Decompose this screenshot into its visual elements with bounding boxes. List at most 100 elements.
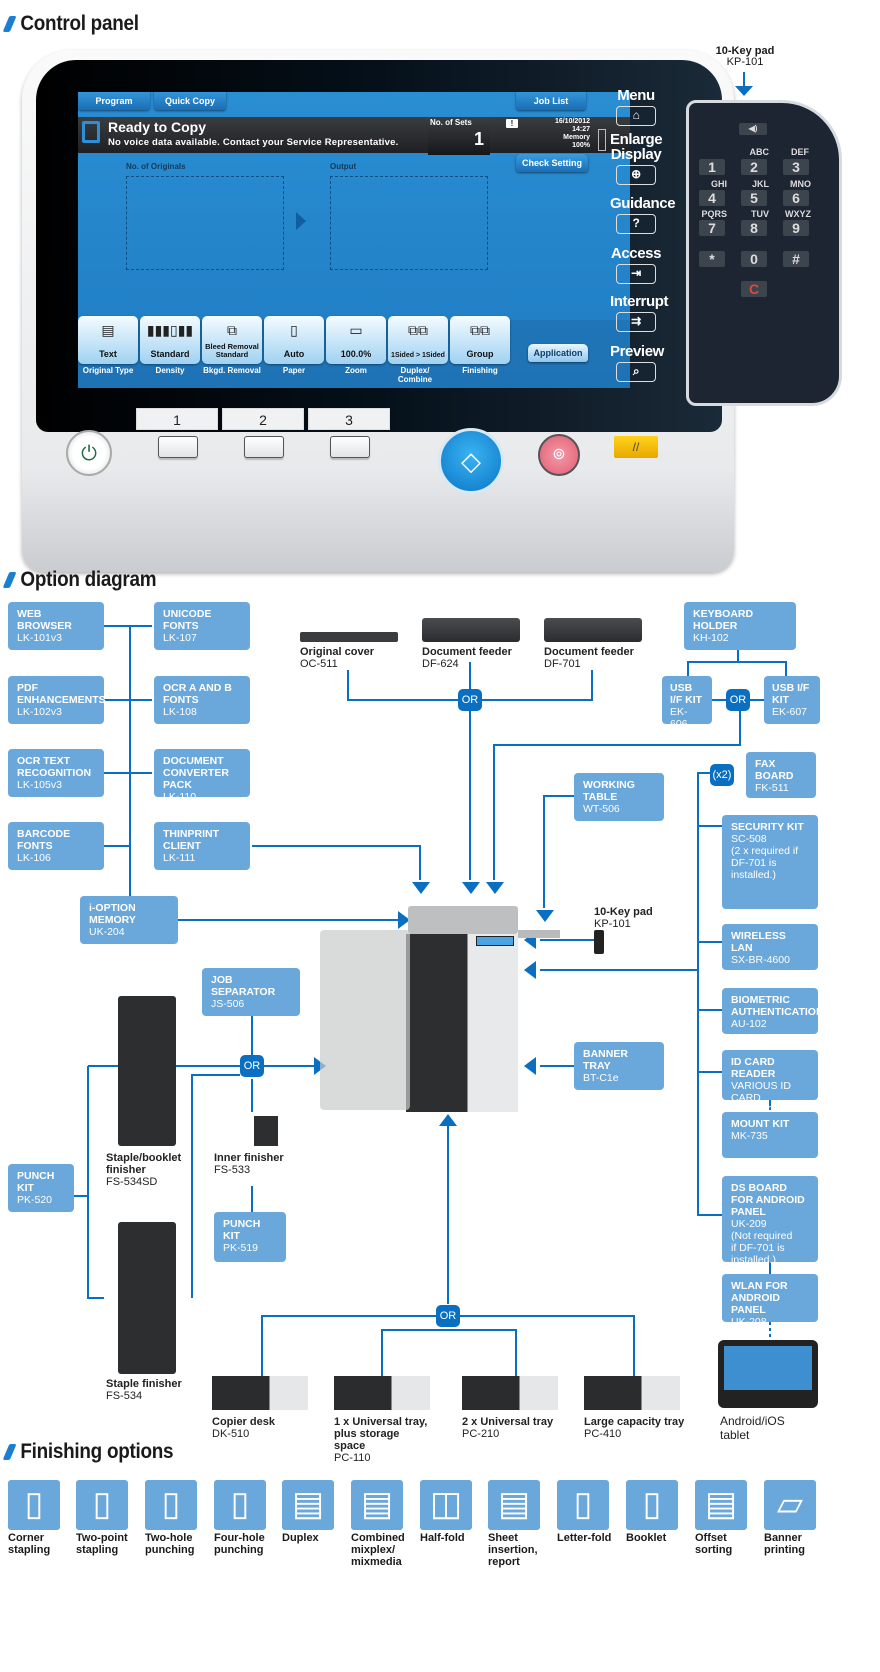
access-icon: ⇥ bbox=[616, 264, 656, 284]
original-cover-image bbox=[300, 632, 398, 642]
booklet-icon: ▯ bbox=[626, 1480, 678, 1530]
key-hash[interactable]: # bbox=[783, 251, 809, 267]
key-1[interactable]: 1 bbox=[699, 159, 725, 175]
two-point-stapling-icon: ▯ bbox=[76, 1480, 128, 1530]
register-key-1[interactable] bbox=[158, 436, 198, 458]
preview-key[interactable]: Preview⌕ bbox=[610, 344, 664, 382]
finishing-option-label: Combined mixplex/ mixmedia bbox=[351, 1532, 405, 1568]
arrow-up-icon bbox=[439, 1114, 457, 1126]
four-hole-punching-icon: ▯ bbox=[214, 1480, 266, 1530]
key-0[interactable]: 0 bbox=[741, 251, 767, 267]
key-3[interactable]: 3 bbox=[783, 159, 809, 175]
density-button[interactable]: ▮▮▮▯▮▮Standard bbox=[140, 316, 200, 364]
duplex-button[interactable]: ⧉⧉1Sided > 1Sided bbox=[388, 316, 448, 364]
register-key-3[interactable] bbox=[330, 436, 370, 458]
letter-fold-icon: ▯ bbox=[557, 1480, 609, 1530]
duplex-icon: ⧉⧉ bbox=[408, 322, 428, 338]
key-clear[interactable]: C bbox=[741, 281, 767, 297]
finishing-option-label: Two-point stapling bbox=[76, 1532, 128, 1556]
banner-printing-icon: ▱ bbox=[764, 1480, 816, 1530]
job-list-button[interactable]: Job List bbox=[516, 92, 586, 110]
reset-button[interactable]: // bbox=[614, 436, 658, 458]
original-type-button[interactable]: ▤Text bbox=[78, 316, 138, 364]
ten-key-pad: ◀) ABC DEF 1 2 3 GHI JKL MNO 4 5 6 PQRS … bbox=[686, 100, 842, 406]
menu-key[interactable]: Menu⌂ bbox=[610, 88, 662, 126]
mfp-finisher-ghost bbox=[320, 930, 410, 1110]
mfp-working-table bbox=[518, 930, 560, 938]
interrupt-key[interactable]: Interrupt⇉ bbox=[610, 294, 668, 332]
originals-area bbox=[126, 176, 284, 270]
register-key-2[interactable] bbox=[244, 436, 284, 458]
duplex-icon: ▤ bbox=[282, 1480, 334, 1530]
alert-icon[interactable]: ! bbox=[506, 119, 518, 128]
key-5[interactable]: 5 bbox=[741, 190, 767, 206]
key-4[interactable]: 4 bbox=[699, 190, 725, 206]
sound-icon[interactable]: ◀) bbox=[739, 123, 767, 135]
copy-icon bbox=[82, 121, 100, 143]
section-title-finishing-options: Finishing options bbox=[2, 1440, 174, 1464]
stop-button[interactable]: ⊚ bbox=[538, 434, 580, 476]
enlarge-display-key[interactable]: Enlarge Display⊕ bbox=[610, 132, 663, 185]
home-icon: ⌂ bbox=[616, 106, 656, 126]
arrow-left-icon bbox=[524, 1057, 536, 1075]
number-of-sets[interactable]: No. of Sets 1 bbox=[428, 117, 490, 155]
tab-program[interactable]: Program bbox=[78, 92, 150, 110]
key-7[interactable]: 7 bbox=[699, 220, 725, 236]
mixplex-icon: ▤ bbox=[351, 1480, 403, 1530]
key-9[interactable]: 9 bbox=[783, 220, 809, 236]
zoom-button[interactable]: ▭100.0% bbox=[326, 316, 386, 364]
guidance-key[interactable]: Guidance? bbox=[610, 196, 676, 234]
application-button[interactable]: Application bbox=[528, 344, 588, 362]
key-8[interactable]: 8 bbox=[741, 220, 767, 236]
paper-button[interactable]: ▯Auto bbox=[264, 316, 324, 364]
offset-sorting-icon: ▤ bbox=[695, 1480, 747, 1530]
finishing-option-label: Half-fold bbox=[420, 1532, 465, 1544]
start-button[interactable]: ◇ bbox=[438, 428, 504, 494]
check-setting-button[interactable]: Check Setting bbox=[516, 154, 588, 172]
zoom-in-icon: ⊕ bbox=[616, 165, 656, 185]
inner-finisher-image bbox=[254, 1116, 278, 1146]
bkgd-removal-button[interactable]: ⧉Bleed Removal Standard bbox=[202, 316, 262, 364]
finishing-option-label: Two-hole punching bbox=[145, 1532, 195, 1556]
key-asterisk[interactable]: * bbox=[699, 251, 725, 267]
key-6[interactable]: 6 bbox=[783, 190, 809, 206]
finishing-option-label: Offset sorting bbox=[695, 1532, 733, 1556]
tab-quick-copy[interactable]: Quick Copy bbox=[154, 92, 226, 110]
finishing-button[interactable]: ⧉⧉Group bbox=[450, 316, 510, 364]
power-save-button[interactable]: ⏻ bbox=[66, 430, 112, 476]
access-key[interactable]: Access⇥ bbox=[610, 246, 662, 284]
mfp-panel-screen bbox=[476, 936, 514, 946]
key-2[interactable]: 2 bbox=[741, 159, 767, 175]
